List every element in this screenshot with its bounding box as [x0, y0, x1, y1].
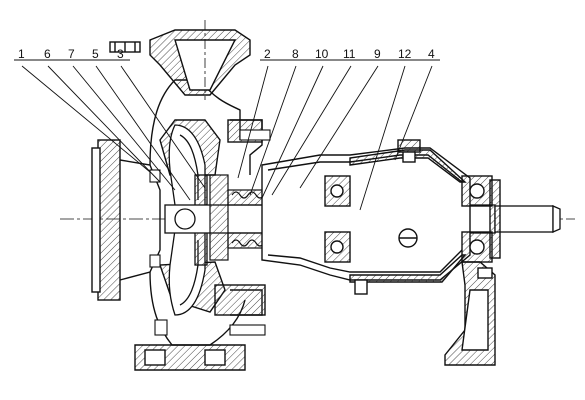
- callout-3: 3: [117, 47, 124, 61]
- callout-1: 1: [18, 47, 25, 61]
- callout-8: 8: [292, 47, 299, 61]
- leader-lines: [14, 59, 440, 211]
- bearing-bracket: [214, 119, 501, 366]
- callout-4: 4: [428, 47, 435, 61]
- casing-bolts: [149, 129, 271, 336]
- callout-7: 7: [68, 47, 75, 61]
- callout-12: 12: [398, 47, 412, 61]
- callout-labels: 1 6 7 5 3 2 8 10 11 9 12 4: [18, 47, 435, 61]
- callout-11: 11: [343, 47, 356, 61]
- callout-5: 5: [92, 47, 99, 61]
- callout-10: 10: [315, 47, 329, 61]
- callout-6: 6: [44, 47, 51, 61]
- callout-9: 9: [374, 47, 381, 61]
- callout-2: 2: [264, 47, 271, 61]
